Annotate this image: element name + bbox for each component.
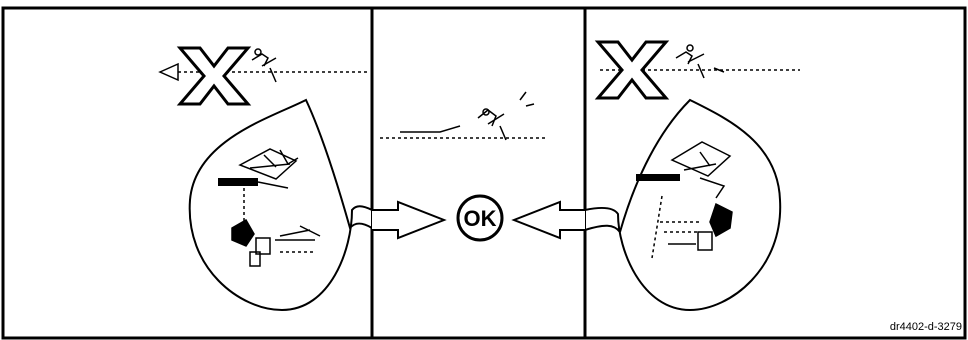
right-panel [511,40,800,312]
left-panel [158,46,447,312]
ok-label: OK [464,206,497,231]
left-sensor-sketch-icon [251,48,277,83]
reference-code: dr4402-d-3279 [890,321,962,333]
left-arrowhead [158,62,179,82]
center-sensor-sketch-icon [400,91,535,141]
right-bubble-content [636,141,733,259]
ok-badge [456,194,504,242]
right-x-mark-icon [594,40,670,100]
right-detail-bubble [584,98,782,312]
right-sensor-sketch-icon [675,44,725,79]
right-arrow-to-ok [511,200,585,240]
left-arrow-to-ok [372,200,447,240]
left-x-mark-icon [176,46,252,106]
left-detail-bubble [188,98,373,312]
center-panel: OK [380,91,548,242]
diagram-frame [1,6,967,340]
left-bubble-content [218,148,321,267]
